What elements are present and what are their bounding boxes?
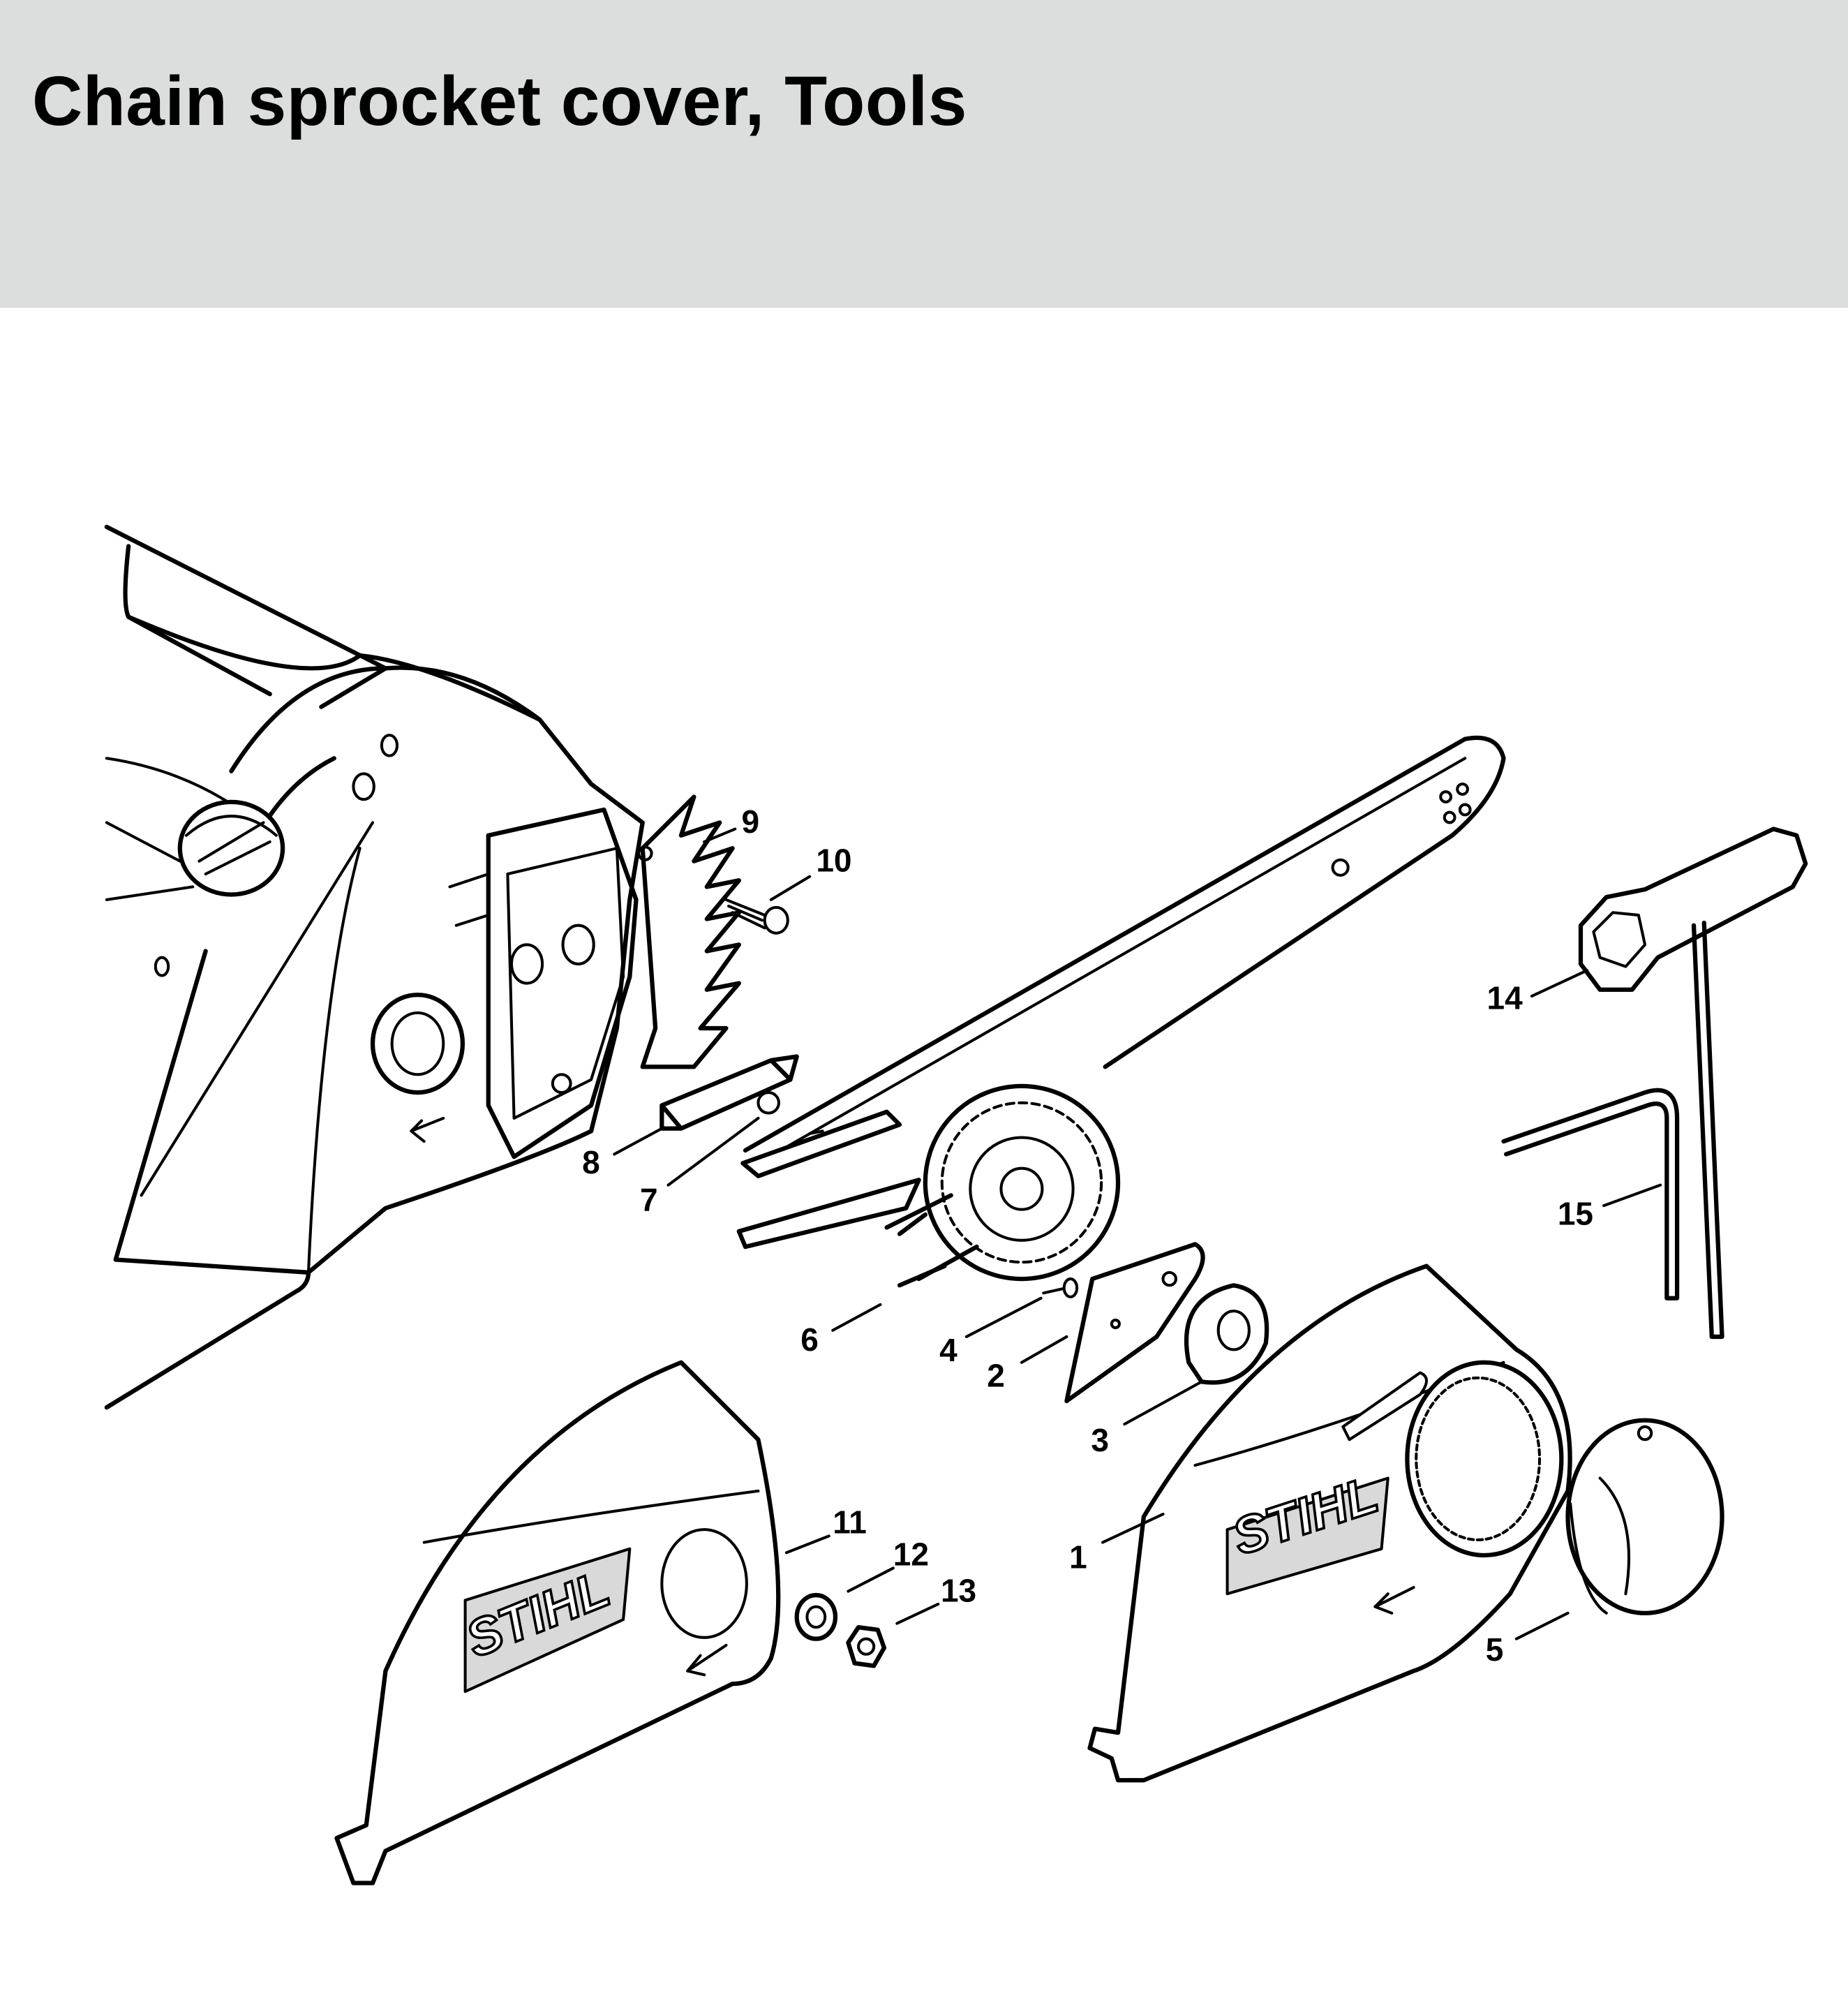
part-13-nut bbox=[846, 1624, 887, 1668]
page-title: Chain sprocket cover, Tools bbox=[32, 62, 967, 140]
svg-text:8: 8 bbox=[582, 1144, 600, 1180]
svg-text:10: 10 bbox=[816, 842, 851, 878]
svg-text:3: 3 bbox=[1091, 1422, 1109, 1458]
callout-1[interactable]: 1 bbox=[1069, 1513, 1165, 1575]
svg-text:14: 14 bbox=[1487, 979, 1523, 1016]
callout-5[interactable]: 5 bbox=[1486, 1611, 1570, 1668]
part-1-chain-sprocket-cover: STIHL bbox=[1087, 1263, 1572, 1783]
part-7-screw bbox=[757, 1091, 780, 1115]
part-2-plate bbox=[1064, 1242, 1205, 1404]
part-8-guide bbox=[660, 1054, 799, 1131]
svg-text:11: 11 bbox=[833, 1504, 867, 1541]
callout-6[interactable]: 6 bbox=[800, 1303, 882, 1358]
callout-15[interactable]: 15 bbox=[1558, 1183, 1662, 1232]
svg-text:5: 5 bbox=[1486, 1631, 1504, 1668]
exploded-parts-diagram: STIHL STIHL 9 10 14 8 7 15 6 4 2 bbox=[104, 524, 1808, 1885]
callouts: 9 10 14 8 7 15 6 4 2 3 11 12 1 13 5 bbox=[582, 803, 1662, 1668]
part-15-screwdriver bbox=[1501, 1088, 1680, 1300]
part-5-cap bbox=[1565, 1418, 1724, 1615]
part-10-screw bbox=[724, 898, 789, 935]
svg-text:1: 1 bbox=[1069, 1539, 1087, 1575]
callout-14[interactable]: 14 bbox=[1487, 969, 1589, 1016]
svg-text:13: 13 bbox=[941, 1572, 976, 1608]
part-9-spiked-bumper bbox=[637, 794, 741, 1069]
callout-4[interactable]: 4 bbox=[939, 1296, 1043, 1368]
callout-7[interactable]: 7 bbox=[640, 1116, 760, 1218]
svg-text:7: 7 bbox=[640, 1181, 658, 1217]
guide-bar bbox=[736, 735, 1506, 1250]
svg-text:4: 4 bbox=[939, 1332, 957, 1368]
svg-text:6: 6 bbox=[800, 1321, 819, 1358]
callout-9[interactable]: 9 bbox=[703, 803, 760, 844]
part-6-tensioner-wheel bbox=[884, 1083, 1121, 1288]
header: Chain sprocket cover, Tools bbox=[0, 0, 1848, 308]
callout-11[interactable]: 11 bbox=[784, 1504, 867, 1555]
callout-13[interactable]: 13 bbox=[895, 1572, 976, 1625]
part-12-sleeve bbox=[794, 1592, 838, 1641]
part-3-knob bbox=[1184, 1283, 1269, 1385]
part-4-screw bbox=[1042, 1277, 1079, 1298]
callout-8[interactable]: 8 bbox=[582, 1127, 664, 1180]
callout-10[interactable]: 10 bbox=[769, 842, 852, 901]
svg-text:2: 2 bbox=[987, 1358, 1005, 1394]
part-14-combination-wrench bbox=[1578, 827, 1808, 1340]
svg-text:15: 15 bbox=[1558, 1196, 1593, 1232]
callout-2[interactable]: 2 bbox=[987, 1335, 1068, 1394]
callout-12[interactable]: 12 bbox=[847, 1536, 929, 1593]
svg-text:12: 12 bbox=[893, 1536, 929, 1573]
callout-3[interactable]: 3 bbox=[1091, 1380, 1203, 1458]
svg-text:9: 9 bbox=[742, 803, 760, 840]
part-11-chain-sprocket-cover: STIHL bbox=[334, 1360, 781, 1885]
chainsaw-housing bbox=[104, 524, 645, 1410]
